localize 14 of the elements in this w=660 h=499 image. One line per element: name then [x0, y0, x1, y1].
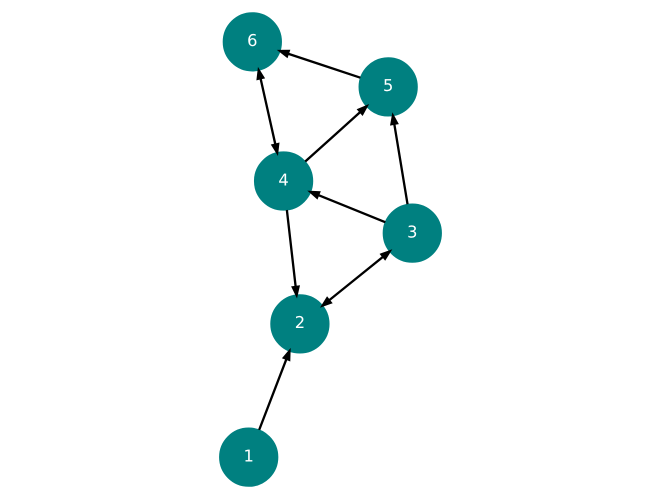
arrow [276, 50, 360, 79]
arrow [258, 348, 290, 430]
arrow [256, 66, 280, 156]
arrow [304, 104, 369, 162]
arrow [319, 249, 392, 308]
node-circle: 5 [358, 57, 418, 117]
arrow [306, 190, 386, 224]
node-circle: 1 [218, 428, 278, 487]
node-circle: 2 [270, 294, 330, 354]
arrow [285, 210, 300, 299]
node-circle: 3 [382, 204, 442, 263]
node-circle: 4 [253, 151, 313, 211]
node-circle: 6 [222, 12, 282, 72]
arrow [390, 112, 408, 204]
